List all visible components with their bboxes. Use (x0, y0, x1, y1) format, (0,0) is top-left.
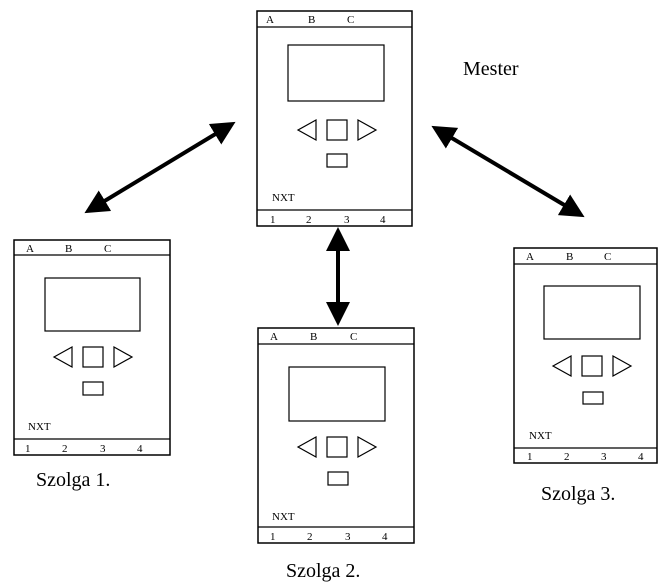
brand-label: NXT (28, 421, 51, 433)
port-4-label: 4 (382, 531, 388, 543)
port-2-label: 2 (306, 214, 312, 226)
right-arrow-button-icon (357, 118, 378, 142)
lcd-screen (287, 44, 385, 102)
enter-button-icon (326, 119, 348, 141)
back-button-icon (326, 153, 348, 168)
master-unit: A B C NXT 1 2 3 4 (256, 10, 413, 227)
port-a-label: A (26, 243, 34, 255)
slave1-caption: Szolga 1. (36, 469, 110, 491)
port-3-label: 3 (100, 443, 106, 455)
port-b-label: B (566, 251, 573, 263)
port-2-label: 2 (564, 451, 570, 463)
port-4-label: 4 (380, 214, 386, 226)
slave1-unit: A B C NXT 1 2 3 4 (13, 239, 171, 456)
back-button-icon (82, 381, 104, 396)
lcd-screen (543, 285, 641, 340)
port-2-label: 2 (307, 531, 313, 543)
master-caption: Mester (463, 58, 519, 80)
port-c-label: C (350, 331, 357, 343)
port-1-label: 1 (25, 443, 31, 455)
lcd-screen (288, 366, 386, 422)
port-3-label: 3 (345, 531, 351, 543)
port-3-label: 3 (344, 214, 350, 226)
link-arrow-master-slave3 (431, 125, 585, 218)
right-arrow-button-icon (612, 354, 633, 378)
right-arrow-button-icon (113, 345, 134, 369)
port-b-label: B (308, 14, 315, 26)
back-button-icon (582, 391, 604, 405)
enter-button-icon (581, 355, 603, 377)
port-4-label: 4 (137, 443, 143, 455)
lcd-screen (44, 277, 141, 332)
slave3-unit: A B C NXT 1 2 3 4 (513, 247, 658, 464)
port-1-label: 1 (527, 451, 533, 463)
left-arrow-button-icon (296, 435, 317, 459)
enter-button-icon (82, 346, 104, 368)
link-arrow-master-slave1 (84, 121, 236, 214)
port-a-label: A (266, 14, 274, 26)
port-b-label: B (65, 243, 72, 255)
brand-label: NXT (272, 511, 295, 523)
port-1-label: 1 (270, 214, 276, 226)
port-4-label: 4 (638, 451, 644, 463)
unit-body (257, 327, 415, 544)
left-arrow-button-icon (52, 345, 73, 369)
port-a-label: A (270, 331, 278, 343)
port-b-label: B (310, 331, 317, 343)
port-c-label: C (104, 243, 111, 255)
slave3-caption: Szolga 3. (541, 483, 615, 505)
left-arrow-button-icon (551, 354, 572, 378)
port-2-label: 2 (62, 443, 68, 455)
port-3-label: 3 (601, 451, 607, 463)
port-c-label: C (604, 251, 611, 263)
left-arrow-button-icon (296, 118, 317, 142)
slave2-caption: Szolga 2. (286, 560, 360, 582)
back-button-icon (327, 471, 349, 486)
brand-label: NXT (272, 192, 295, 204)
right-arrow-button-icon (357, 435, 378, 459)
slave2-unit: A B C NXT 1 2 3 4 (257, 327, 415, 544)
port-c-label: C (347, 14, 354, 26)
brand-label: NXT (529, 430, 552, 442)
enter-button-icon (326, 436, 348, 458)
port-a-label: A (526, 251, 534, 263)
unit-body (256, 10, 413, 227)
port-1-label: 1 (270, 531, 276, 543)
